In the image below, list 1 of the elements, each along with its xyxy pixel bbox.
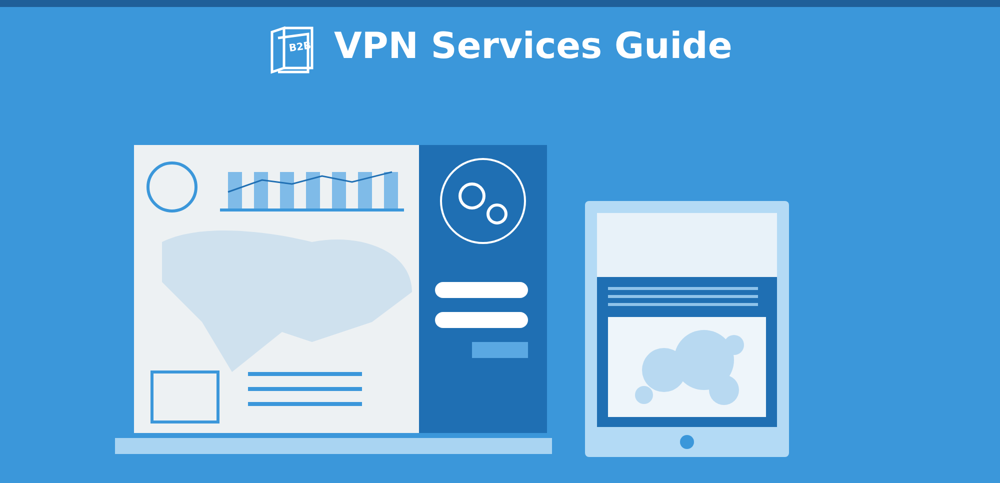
title: VPN Services Guide	[334, 26, 732, 67]
